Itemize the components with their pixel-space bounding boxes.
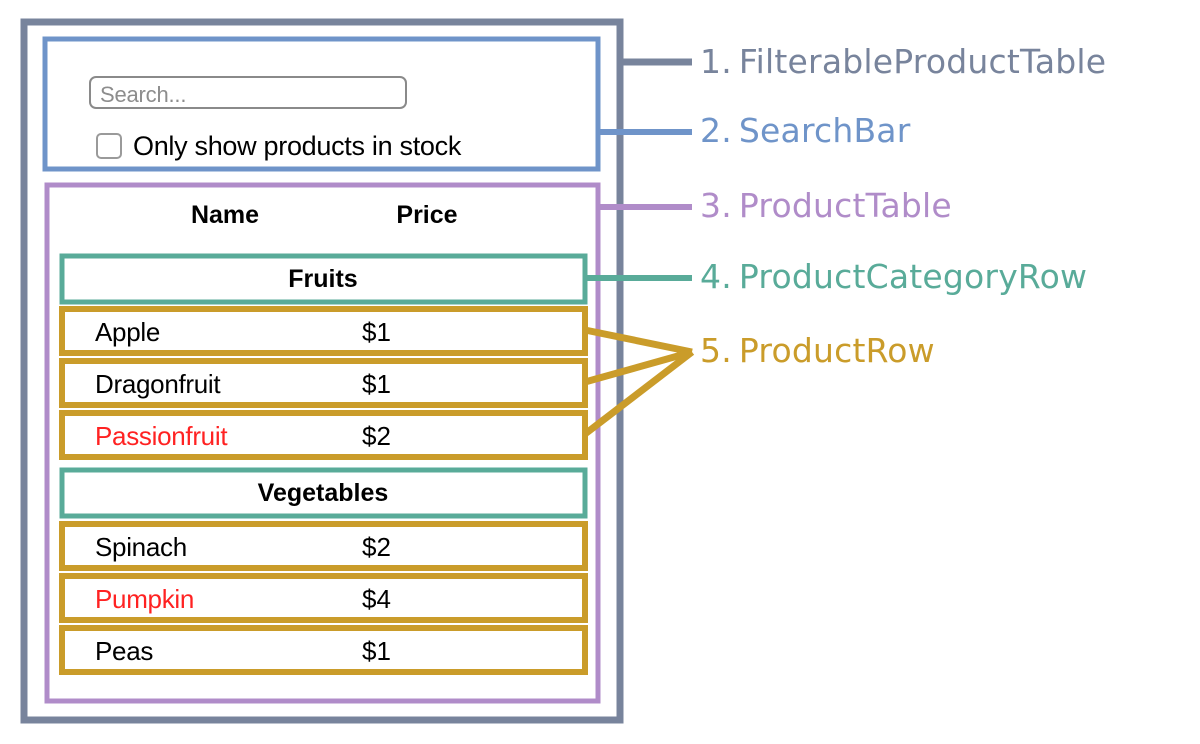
product-name-spinach: Spinach [95, 532, 187, 562]
legend-label-4: ProductCategoryRow [738, 257, 1088, 296]
product-price-pumpkin: $4 [362, 584, 391, 614]
leader-line-5c [582, 349, 695, 437]
legend-label-5: ProductRow [738, 331, 935, 370]
in-stock-checkbox[interactable] [96, 133, 122, 159]
legend-label-3: ProductTable [738, 186, 952, 225]
legend-number-5: 5. [700, 331, 732, 370]
legend-label-2: SearchBar [738, 111, 911, 150]
product-price-peas: $1 [362, 636, 391, 666]
category-label-vegetables: Vegetables [257, 479, 389, 507]
column-header-name: Name [190, 201, 260, 229]
legend-item-product-category-row: 4.ProductCategoryRow [700, 257, 1087, 296]
search-input[interactable]: Search... [89, 76, 407, 109]
product-price-apple: $1 [362, 317, 391, 347]
legend-item-filterable-product-table: 1.FilterableProductTable [700, 42, 1106, 81]
search-placeholder-text: Search... [100, 82, 187, 107]
legend-number-4: 4. [700, 257, 732, 296]
product-price-passionfruit: $2 [362, 421, 391, 451]
column-header-price: Price [396, 201, 458, 229]
legend-number-2: 2. [700, 111, 732, 150]
legend-number-3: 3. [700, 186, 732, 225]
product-name-apple: Apple [95, 317, 160, 347]
leader-line-5b [584, 348, 693, 386]
product-name-passionfruit: Passionfruit [95, 421, 228, 451]
product-price-dragonfruit: $1 [362, 369, 391, 399]
product-name-peas: Peas [95, 636, 154, 666]
legend-number-1: 1. [700, 42, 732, 81]
leader-line-5a [584, 326, 693, 356]
legend-item-product-table: 3.ProductTable [700, 186, 952, 225]
in-stock-checkbox-label: Only show products in stock [133, 131, 462, 161]
legend-label-1: FilterableProductTable [738, 42, 1107, 81]
category-label-fruits: Fruits [288, 265, 358, 293]
product-name-pumpkin: Pumpkin [95, 584, 195, 614]
product-price-spinach: $2 [362, 532, 391, 562]
product-name-dragonfruit: Dragonfruit [95, 369, 221, 399]
legend-item-product-row: 5.ProductRow [700, 331, 935, 370]
legend-item-search-bar: 2.SearchBar [700, 111, 911, 150]
